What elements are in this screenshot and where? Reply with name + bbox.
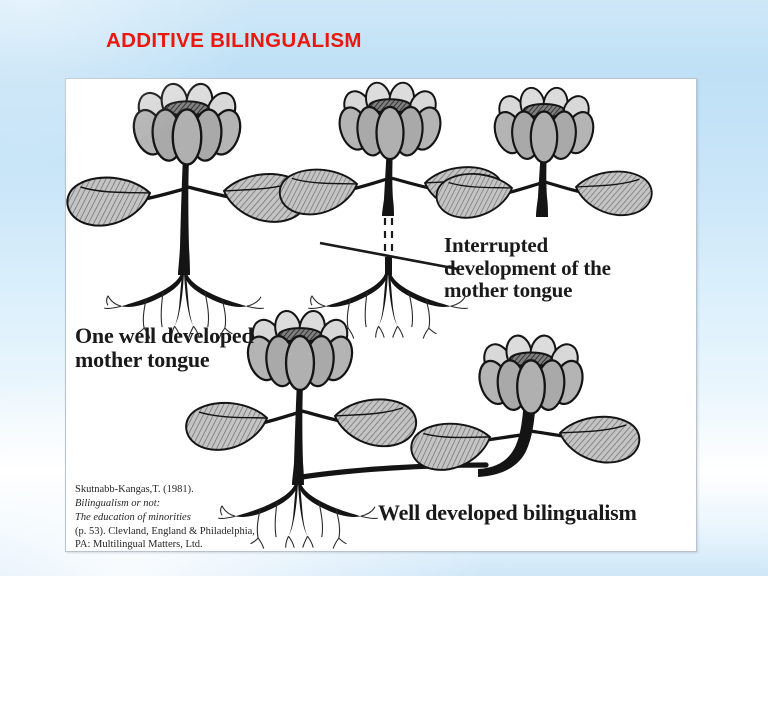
figure-panel: One well developed mother tongue Interru… — [65, 78, 697, 552]
citation-line-1: Skutnabb-Kangas,T. (1981). — [75, 484, 194, 495]
bilingualism-flower-diagram — [66, 79, 696, 551]
citation-line-2: Bilingualism or not: — [75, 497, 161, 509]
label-well-developed-bilingualism: Well developed bilingualism — [378, 500, 637, 525]
plant-left-full — [66, 80, 311, 340]
citation-line-4: (p. 53). Clevland, England & Philadelphi… — [75, 525, 255, 537]
citation-line-3: The education of minorities — [75, 511, 191, 523]
citation-line-5: PA: Multilingual Matters, Ltd. — [75, 539, 203, 551]
cut-line — [319, 241, 459, 271]
plant-bottom-right-bilingual — [406, 332, 643, 477]
stem-bottom-right-curved — [478, 385, 536, 477]
label-one-well-developed-mother-tongue: One well developed mother tongue — [75, 323, 254, 372]
stem-left — [178, 134, 190, 275]
label-interrupted-development: Interrupted development of the mother to… — [444, 233, 611, 303]
stem-break-dashes — [383, 218, 394, 257]
plant-right-cut — [432, 84, 655, 223]
plant-middle-broken — [276, 79, 506, 340]
page-title: ADDITIVE BILINGUALISM — [106, 29, 362, 52]
citation-block: Skutnabb-Kangas,T. (1981). Bilingualism … — [75, 483, 305, 551]
